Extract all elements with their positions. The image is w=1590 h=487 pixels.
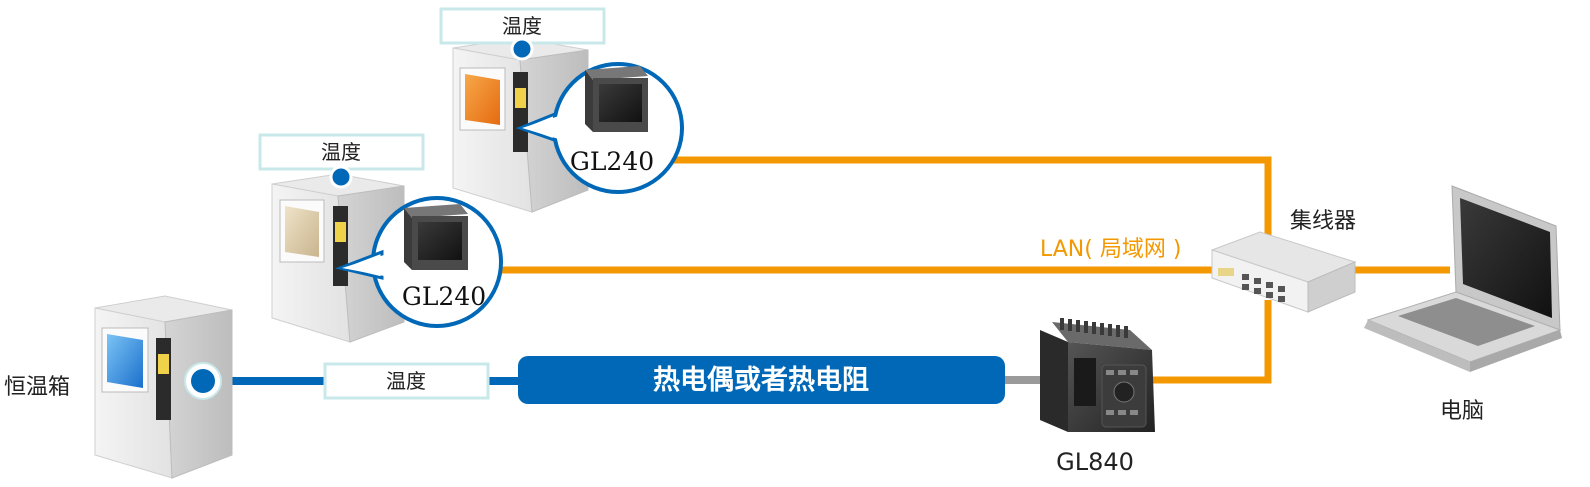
chamber-window-beige (285, 206, 319, 257)
gl240-middle-label: GL240 (402, 282, 486, 311)
gl240-callout-middle (334, 196, 503, 328)
laptop-pc (1364, 185, 1562, 372)
sensor-point-icon (329, 165, 353, 189)
gl240-callout-top (515, 62, 684, 194)
temp-label-text: 温度 (502, 14, 542, 38)
chamber-label: 恒温箱 (4, 375, 70, 400)
chamber-window-orange (465, 74, 500, 125)
sensor-point-icon (191, 369, 215, 393)
sensor-type-text: 热电偶或者热电阻 (653, 365, 869, 396)
lan-cables (500, 156, 1450, 384)
gl240-device-icon (404, 204, 468, 270)
chamber-window-blue (107, 334, 143, 388)
hub-label: 集线器 (1290, 209, 1356, 234)
lan-cable-gl840 (1150, 300, 1272, 384)
temp-label-bottom: 温度 (323, 362, 490, 400)
lan-cable-top-gl240 (665, 156, 1272, 250)
chamber-bottom (94, 295, 233, 479)
temp-label-text: 温度 (321, 140, 361, 164)
sensor-point-icon (510, 37, 534, 61)
gl840-label: GL840 (1056, 448, 1134, 476)
sensor-type-bar: 热电偶或者热电阻 (518, 356, 1005, 404)
temp-label-text: 温度 (386, 369, 426, 393)
gl240-top-label: GL240 (570, 147, 654, 176)
lan-label: LAN( 局域网 ) (1040, 237, 1181, 262)
gl240-device-icon (585, 66, 648, 132)
pc-label: 电脑 (1440, 399, 1484, 424)
hub-device (1210, 231, 1357, 313)
temp-label-top: 温度 (439, 7, 606, 61)
gl840-device (1040, 318, 1155, 432)
temp-label-middle: 温度 (258, 133, 425, 189)
